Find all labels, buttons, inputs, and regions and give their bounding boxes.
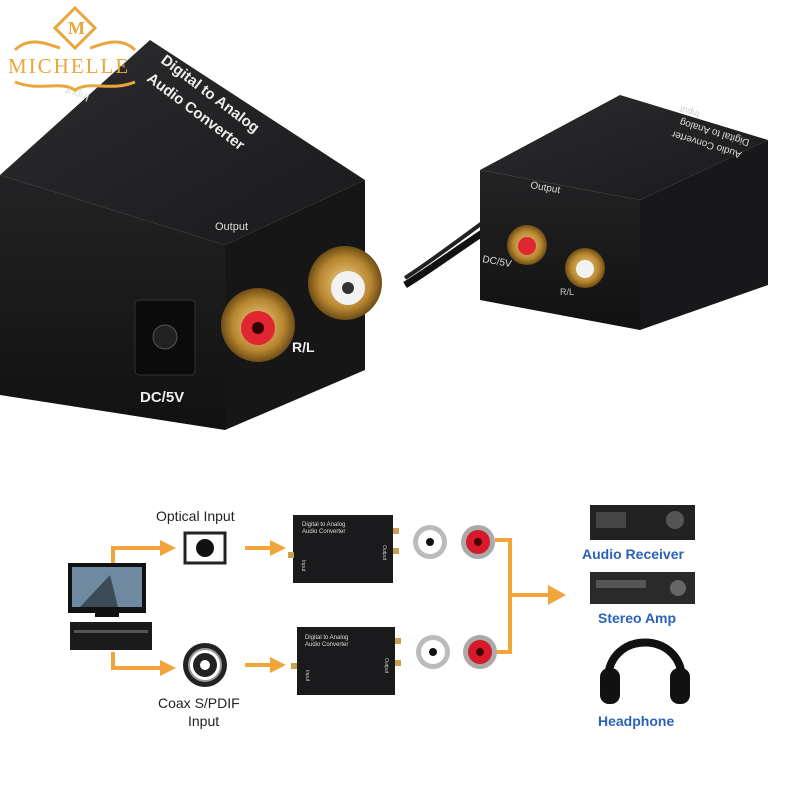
diagram-converter-bottom: Digital to Analog Audio Converter Input … — [291, 627, 401, 695]
converter-subtitle: Audio Converter — [302, 529, 345, 535]
coax-port-icon — [183, 643, 227, 687]
large-unit-rl-label: R/L — [292, 339, 315, 355]
converter-input-label: Input — [304, 670, 310, 682]
audio-receiver-icon — [590, 505, 695, 540]
converter-subtitle: Audio Converter — [305, 642, 348, 648]
small-rca-red-jack — [507, 225, 547, 265]
small-converter: Digital to Analog Audio Converter Input … — [403, 95, 768, 330]
audio-receiver-label: Audio Receiver — [582, 546, 684, 562]
converter-input-label: Input — [300, 560, 306, 572]
logo-initial: M — [68, 18, 85, 38]
optical-input-label: Optical Input — [156, 508, 235, 524]
diagram-converter-top: Digital to Analog Audio Converter Input … — [288, 515, 399, 583]
stereo-amp-label: Stereo Amp — [598, 610, 676, 626]
headphone-label: Headphone — [598, 713, 674, 729]
rca-jacks-bottom — [416, 635, 497, 669]
headphone-icon — [600, 638, 690, 704]
michelle-logo: M MICHELLE — [8, 5, 137, 92]
converter-title: Digital to Analog — [305, 635, 348, 641]
dvd-player-icon — [70, 622, 152, 650]
large-unit-power-label: DC/5V — [140, 389, 184, 406]
tv-icon — [68, 563, 146, 617]
small-unit-power-label: DC/5V — [481, 254, 512, 270]
large-converter: Digital to Analog Audio Converter Input … — [0, 40, 382, 430]
optical-port-icon — [183, 531, 227, 565]
converter-output-label: Output — [383, 658, 389, 674]
coax-label-2: Input — [188, 713, 219, 729]
small-rca-white-jack — [565, 248, 605, 288]
stereo-amp-icon — [590, 572, 695, 604]
converter-output-label: Output — [381, 545, 387, 561]
converter-title: Digital to Analog — [302, 522, 345, 528]
small-unit-rl-label: R/L — [560, 287, 574, 297]
small-unit-output-label: Output — [529, 180, 561, 196]
rca-red-jack — [221, 288, 295, 362]
logo-brand: MICHELLE — [8, 54, 130, 78]
connection-diagram: Optical Input Coax S/PDIF Input Digital … — [68, 505, 695, 729]
large-unit-output-label: Output — [215, 221, 248, 233]
rca-white-jack — [308, 246, 382, 320]
coax-label-1: Coax S/PDIF — [158, 695, 240, 711]
rca-jacks-top — [413, 525, 495, 559]
